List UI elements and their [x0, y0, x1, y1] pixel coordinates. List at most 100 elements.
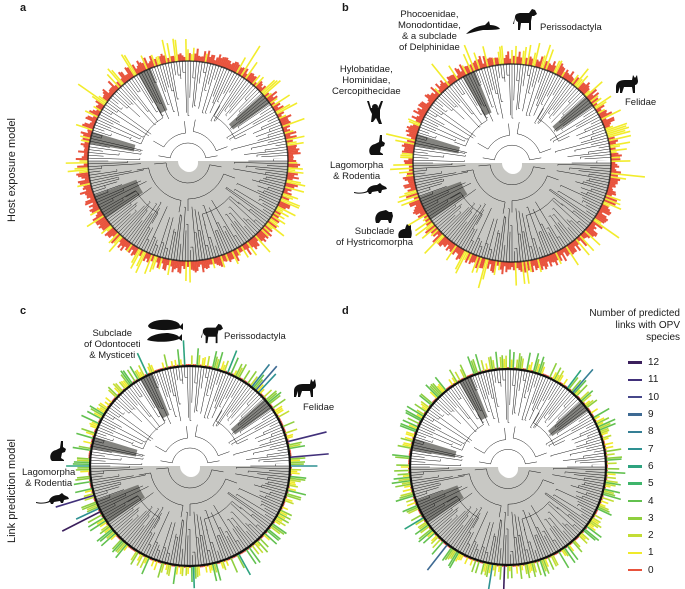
- legend-label: 10: [648, 391, 660, 403]
- legend-swatch: [628, 430, 642, 434]
- clade-shade-dark: [552, 96, 594, 132]
- phylogeny-tree: [413, 64, 611, 262]
- legend-item-9: 9: [628, 406, 680, 423]
- legend-swatch: [628, 499, 642, 503]
- annotation-felidae-b: Felidae: [625, 97, 657, 108]
- annotation-perissodactyla-b: Perissodactyla: [540, 22, 602, 33]
- cat-icon: [616, 75, 638, 93]
- whale-icon: [147, 319, 183, 342]
- annotation-hystricomorpha-b: Subclade of Hystricomorpha: [336, 226, 414, 248]
- annotation-glires-c: Lagomorpha & Rodentia: [22, 467, 76, 489]
- tree-outer-ring: [87, 60, 289, 262]
- root-hole: [500, 460, 518, 478]
- legend-swatch: [628, 465, 642, 468]
- tree-outer-ring: [88, 364, 292, 568]
- legend-swatch: [628, 395, 642, 399]
- legend-label: 3: [648, 512, 654, 524]
- legend-item-10: 10: [628, 389, 680, 406]
- legend-item-2: 2: [628, 527, 680, 544]
- clade-shade-dark: [230, 399, 272, 435]
- legend-label: 11: [648, 374, 659, 386]
- rat-icon-c: [36, 493, 69, 504]
- clade-shade-dark: [140, 373, 170, 419]
- annotation-whales-c: Subclade of Odontoceti & Mysticeti: [84, 328, 141, 361]
- legend-label: 6: [648, 460, 654, 472]
- bar-ring: [65, 38, 306, 283]
- root-hole: [504, 156, 522, 174]
- bar-ring: [386, 42, 646, 289]
- panel-letter-c: c: [20, 305, 27, 317]
- clade-shade-dark: [459, 376, 488, 421]
- legend-item-8: 8: [628, 423, 680, 440]
- legend-swatch: [628, 378, 642, 382]
- legend-swatch: [628, 447, 642, 451]
- dolphin-icon: [466, 21, 500, 34]
- clade-shade-dark: [548, 401, 589, 437]
- annotation-perissodactyla-c: Perissodactyla: [224, 331, 286, 342]
- legend: Number of predicted links with OPV speci…: [580, 308, 680, 579]
- legend-swatch: [628, 361, 642, 364]
- panel-letter-a: a: [20, 2, 27, 14]
- legend-label: 12: [648, 357, 660, 369]
- phylogeny-tree: [90, 366, 290, 566]
- panel-letter-b: b: [342, 2, 349, 14]
- annotation-felidae-c: Felidae: [303, 402, 335, 413]
- horse-icon-c: [201, 323, 223, 344]
- chinchilla-icon: [398, 224, 412, 238]
- legend-label: 0: [648, 564, 654, 576]
- clade-shade-dark: [91, 436, 138, 457]
- legend-title: Number of predicted links with OPV speci…: [589, 308, 680, 343]
- tree-outer-ring: [408, 367, 608, 567]
- legend-item-4: 4: [628, 492, 680, 509]
- gibbon-icon: [367, 101, 383, 124]
- legend-swatch: [628, 517, 642, 520]
- clade-shade-dark: [411, 438, 457, 458]
- clade-shade-dark: [94, 179, 143, 219]
- legend-swatch: [628, 534, 642, 537]
- phylogeny-tree: [88, 61, 288, 261]
- tree-outer-ring: [412, 63, 612, 263]
- annotation-cetacea-b: Phocoenidae, Monodontidae, & a subclade …: [398, 9, 461, 53]
- clade-shade-dark: [96, 484, 145, 524]
- clade-shade-dark: [462, 71, 492, 116]
- legend-label: 4: [648, 495, 654, 507]
- legend-swatch: [628, 482, 642, 485]
- legend-label: 5: [648, 478, 654, 490]
- legend-item-11: 11: [628, 371, 680, 388]
- clade-shade-dark: [418, 181, 468, 220]
- legend-swatch: [628, 413, 642, 416]
- annotation-glires-b: Lagomorpha & Rodentia: [330, 160, 384, 182]
- legend-item-1: 1: [628, 544, 680, 561]
- legend-item-0: 0: [628, 562, 680, 579]
- clade-shade-dark: [89, 131, 136, 152]
- horse-icon: [513, 9, 537, 30]
- legend-label: 1: [648, 547, 654, 559]
- rabbit-icon-c: [50, 441, 66, 461]
- legend-label: 8: [648, 426, 654, 438]
- root-hole: [182, 459, 200, 477]
- legend-label: 7: [648, 443, 654, 455]
- clade-shade-dark: [138, 68, 168, 114]
- legend-swatch: [628, 551, 642, 555]
- legend-label: 9: [648, 409, 654, 421]
- rat-icon: [354, 183, 387, 194]
- panel-letter-d: d: [342, 305, 349, 317]
- root-hole: [180, 154, 198, 172]
- legend-item-5: 5: [628, 475, 680, 492]
- rodent-icon: [375, 210, 393, 223]
- annotation-primates-b: Hylobatidae, Hominidae, Cercopithecidae: [332, 64, 401, 97]
- legend-item-7: 7: [628, 440, 680, 457]
- cat-icon-c: [294, 379, 316, 397]
- rabbit-icon: [369, 135, 385, 155]
- legend-item-3: 3: [628, 510, 680, 527]
- legend-label: 2: [648, 530, 654, 542]
- legend-item-6: 6: [628, 458, 680, 475]
- clade-shade-dark: [414, 134, 460, 154]
- clade-shade-dark: [228, 94, 270, 130]
- phylogeny-tree: [410, 369, 606, 565]
